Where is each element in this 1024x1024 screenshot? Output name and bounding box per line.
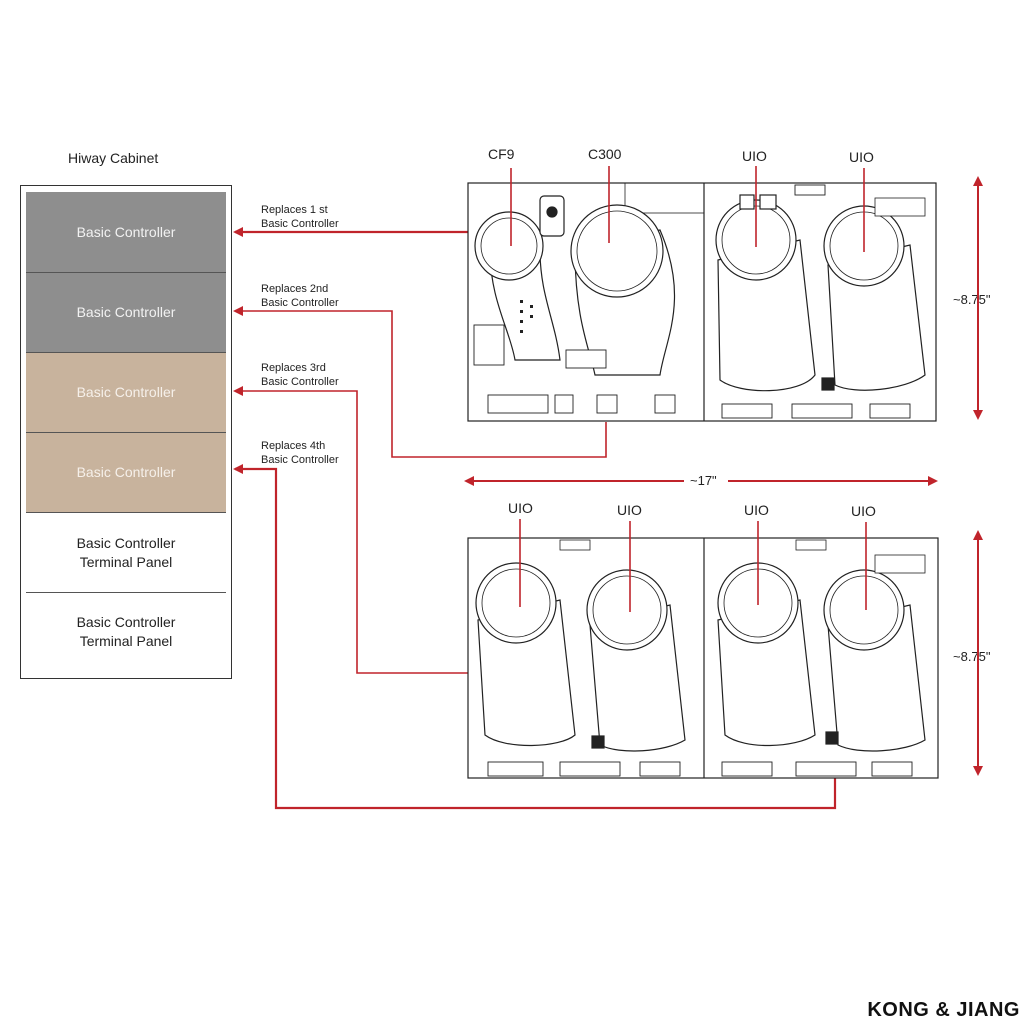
callout-uio-bottom-2: UIO	[617, 502, 642, 518]
hiway-cabinet: Basic Controller Basic Controller Basic …	[20, 185, 232, 679]
bottom-assembly	[467, 537, 939, 779]
wire-2	[233, 306, 607, 458]
cabinet-slot-2: Basic Controller	[26, 273, 226, 353]
cabinet-slot-5: Basic Controller Terminal Panel	[26, 513, 226, 593]
c300-module	[570, 204, 676, 376]
replaces-label-4: Replaces 4th Basic Controller	[261, 440, 339, 466]
top-connectors	[473, 184, 911, 419]
dimension-arrows	[464, 176, 983, 776]
top-callout-leaders	[510, 166, 865, 252]
callout-uio-top-2: UIO	[849, 149, 874, 165]
uio-bottom-2-module	[586, 569, 686, 752]
top-assembly	[467, 182, 937, 422]
replaces-label-2: Replaces 2nd Basic Controller	[261, 283, 339, 309]
replaces-label-3: Replaces 3rd Basic Controller	[261, 362, 339, 388]
callout-uio-bottom-3: UIO	[744, 502, 769, 518]
cabinet-title: Hiway Cabinet	[68, 150, 159, 166]
replacement-wires	[233, 227, 837, 810]
bottom-connectors	[487, 761, 913, 777]
callout-cf9: CF9	[488, 146, 515, 162]
cabinet-slot-6: Basic Controller Terminal Panel	[26, 593, 226, 671]
wire-4	[233, 464, 837, 810]
replaces-label-1: Replaces 1 st Basic Controller	[261, 204, 339, 230]
cabinet-slot-4: Basic Controller	[26, 433, 226, 513]
callout-uio-top-1: UIO	[742, 148, 767, 164]
cf9-module	[474, 195, 565, 361]
callout-c300: C300	[588, 146, 622, 162]
bottom-callout-leaders	[519, 519, 867, 612]
callout-uio-bottom-4: UIO	[851, 503, 876, 519]
uio-bottom-4-module	[823, 554, 926, 752]
callout-uio-bottom-1: UIO	[508, 500, 533, 516]
uio-bottom-1-module	[475, 562, 576, 747]
dimension-width: ~17"	[686, 473, 721, 488]
cabinet-slot-3: Basic Controller	[26, 353, 226, 433]
wire-3	[233, 386, 470, 674]
cabinet-slot-1: Basic Controller	[26, 192, 226, 273]
brand-watermark: KONG & JIANG	[867, 999, 1020, 1021]
